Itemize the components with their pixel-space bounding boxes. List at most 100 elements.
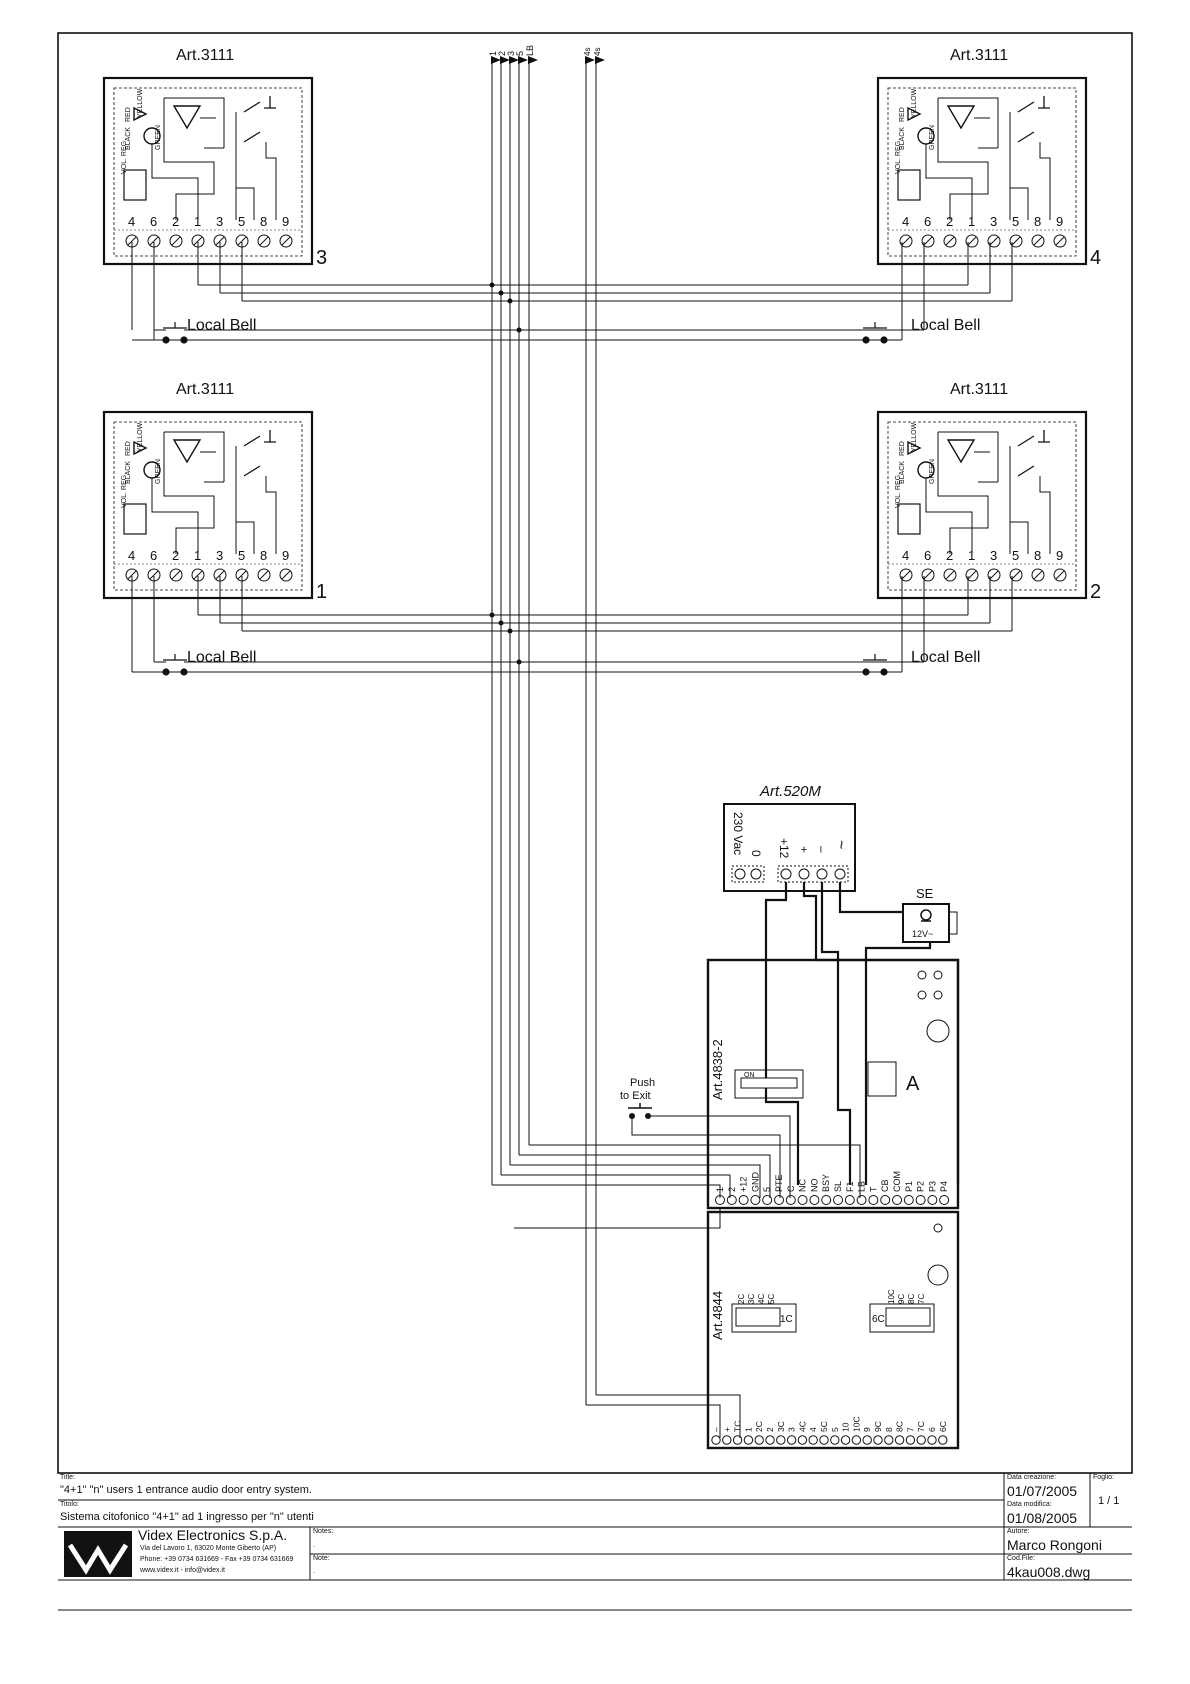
dip2-label: 7C: [917, 1294, 926, 1304]
station-terminal-screw: [257, 568, 271, 582]
panel-terminal-screw: [856, 1195, 867, 1205]
title-text: "4+1" "n" users 1 entrance audio door en…: [60, 1484, 312, 1496]
panel-terminal-label: COM: [892, 1171, 902, 1192]
panel-model: Art.4838-2: [710, 1039, 725, 1100]
note-value: .: [313, 1568, 315, 1575]
station-terminal-screw: [1053, 234, 1067, 248]
file-value: 4kau008.dwg: [1007, 1564, 1091, 1580]
station-terminal-screw: [213, 568, 227, 582]
panel-terminal-label: GND: [750, 1172, 760, 1193]
panel-terminal-label: F1: [845, 1181, 855, 1192]
station-terminal-screw: [921, 234, 935, 248]
dip2-label: 9C: [897, 1294, 906, 1304]
panel-terminal-screw: [809, 1195, 820, 1205]
panel-terminal-label: P4: [939, 1181, 949, 1192]
wire-label-red: RED: [899, 107, 906, 122]
station-model: Art.3111: [176, 381, 234, 398]
company-address: Via del Lavoro 1, 63020 Monte Giberto (A…: [140, 1545, 277, 1552]
panel-terminal-label: NO: [809, 1179, 819, 1193]
notes-label: Notes:: [313, 1528, 334, 1535]
panel-terminal-screw: [892, 1195, 902, 1205]
expander-terminal-label: 9C: [873, 1421, 883, 1432]
wire-label-black: BLACK: [125, 127, 132, 150]
modified-label: Data modifica:: [1007, 1501, 1052, 1508]
wire-label-yellow: YELLOW: [137, 88, 144, 118]
expander-terminal-screw: [722, 1435, 732, 1445]
panel-terminal-screw: [939, 1195, 950, 1205]
station-terminal-screw: [235, 568, 249, 582]
amplifier-symbol: [172, 105, 202, 130]
power-wiring: [764, 882, 960, 1185]
station-terminal-label: 6: [924, 214, 931, 229]
expander-terminal-screw: [938, 1435, 948, 1445]
junction-dots: [489, 282, 522, 665]
station-terminal-label: 2: [172, 214, 179, 229]
wire-label-vol_reg: VOL. REG.: [895, 473, 902, 508]
wire-label-green: GREEN: [929, 459, 936, 484]
wire-label-yellow: YELLOW: [911, 422, 918, 452]
panel-terminal-screw: [903, 1195, 914, 1205]
wire-label-black: BLACK: [899, 127, 906, 150]
expander-terminal-label: 8: [884, 1427, 894, 1432]
station-number: 3: [316, 247, 327, 269]
station-terminal-screw: [1009, 234, 1023, 248]
station-terminal-screw: [213, 234, 227, 248]
ps-terminal-minus: –: [815, 846, 829, 853]
station-terminal-screw: [899, 234, 913, 248]
station-terminal-screw: [1031, 568, 1045, 582]
panel-terminal-label: T: [868, 1186, 878, 1192]
expander-terminal-label: 10C: [851, 1416, 861, 1432]
station-terminal-label: 2: [172, 548, 179, 563]
station-terminal-label: 1: [968, 214, 975, 229]
expander-terminal-label: TC: [733, 1421, 743, 1432]
drawing-frame: [57, 32, 1133, 1474]
station-terminal-label: 1: [968, 548, 975, 563]
created-value: 01/07/2005: [1007, 1483, 1078, 1499]
push-to-exit-line1: Push: [630, 1077, 655, 1089]
station-terminal-label: 3: [216, 548, 223, 563]
station-terminal-label: 8: [1034, 214, 1041, 229]
power-supply-230: 230 Vac: [731, 812, 745, 855]
power-supply: Art.520M 230 Vac 0 +12 + – ~: [723, 783, 856, 892]
panel-terminal-screw: [927, 1195, 938, 1205]
bus-labels: 1 2 3 5 LB 4s 4s: [488, 45, 602, 56]
expander-terminal-screw: [927, 1435, 937, 1445]
company-phone: Phone: +39 0734 631669 - Fax +39 0734 63…: [140, 1556, 294, 1563]
expander-terminal-label: +: [722, 1427, 732, 1432]
expander-model: Art.4844: [710, 1291, 725, 1340]
bus-label-3: 3: [506, 51, 516, 56]
panel-terminal-label: 2: [727, 1187, 737, 1192]
local-bell-buttons: [162, 322, 888, 676]
expander-terminal-screw: [776, 1435, 786, 1445]
station-terminal-label: 5: [1012, 548, 1019, 563]
company-web: www.videx.it - info@videx.it: [140, 1567, 225, 1574]
station-model: Art.3111: [176, 47, 234, 64]
station-terminal-label: 8: [260, 548, 267, 563]
upper-row-wiring: [131, 242, 1013, 341]
dip1-side-label: 1C: [780, 1314, 793, 1325]
panel-terminal-label: P2: [916, 1181, 926, 1192]
panel-terminal-label: C: [786, 1185, 796, 1192]
station-terminal-label: 5: [238, 214, 245, 229]
note-label: Note:: [313, 1555, 330, 1562]
wire-label-green: GREEN: [929, 125, 936, 150]
titolo-label: Titolo:: [60, 1501, 79, 1508]
wire-label-green: GREEN: [155, 125, 162, 150]
expander-terminal-label: 6: [927, 1427, 937, 1432]
panel-terminal-screw: [880, 1195, 891, 1205]
modified-value: 01/08/2005: [1007, 1510, 1078, 1526]
expander-terminal-screw: [819, 1435, 829, 1445]
panel-terminal-screw: [726, 1195, 737, 1205]
expander-terminal-screw: [711, 1435, 721, 1445]
station-terminal-label: 5: [1012, 214, 1019, 229]
station-terminal-label: 9: [1056, 548, 1063, 563]
panel-terminal-screw: [821, 1195, 832, 1205]
station-terminal-screw: [1009, 568, 1023, 582]
panel-terminal-label: 5: [762, 1187, 772, 1192]
expander-terminal-screw: [765, 1435, 775, 1445]
